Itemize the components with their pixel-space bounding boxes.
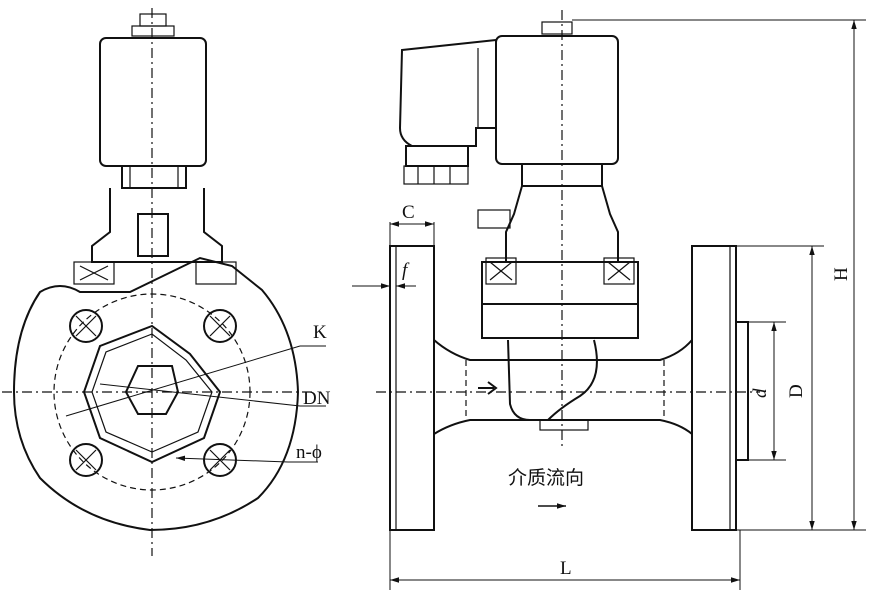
end-view-bonnet [73, 188, 237, 285]
dimensions: C f L H d D [352, 19, 866, 590]
label-k: K [313, 322, 327, 343]
label-h: H [831, 267, 852, 281]
flow-direction-label: 介质流向 [508, 467, 584, 489]
side-view: 介质流向 [376, 10, 760, 531]
label-c: C [402, 202, 415, 223]
right-flange [691, 245, 749, 531]
label-f: f [402, 260, 410, 281]
side-view-coil [398, 21, 619, 187]
label-l: L [560, 558, 572, 579]
side-view-bonnet [477, 185, 639, 339]
end-view-flange [12, 256, 300, 532]
label-d-large: D [786, 384, 807, 398]
label-d-small: d [750, 388, 771, 398]
label-n-phi: n-ϕ [296, 442, 322, 463]
valve-body [433, 339, 693, 435]
label-dn: DN [303, 388, 331, 409]
end-view: K DN n-ϕ [2, 8, 331, 556]
left-flange [389, 245, 435, 531]
end-view-coil [99, 13, 207, 189]
